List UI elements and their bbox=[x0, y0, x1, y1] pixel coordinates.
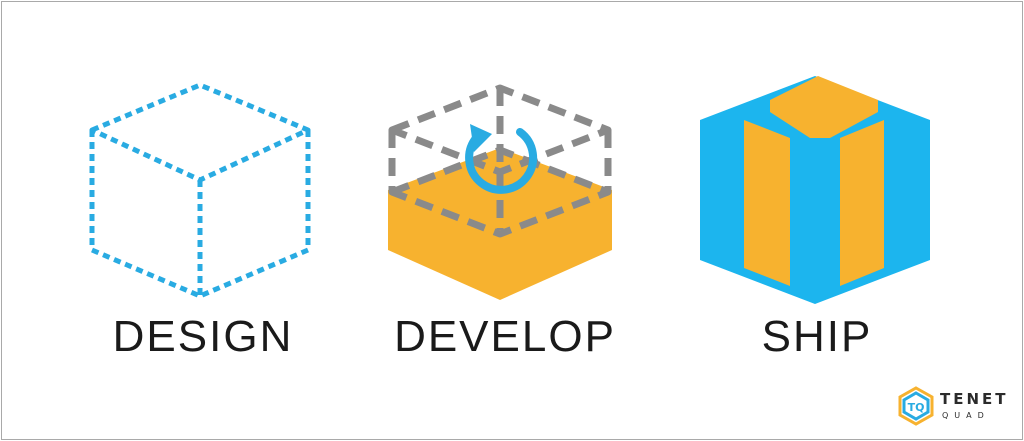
ribbon-shape bbox=[744, 76, 884, 286]
refresh-icon bbox=[465, 124, 538, 194]
brand-name: TENET bbox=[940, 390, 1009, 408]
brand-logo: TQ TENET QUAD bbox=[898, 386, 1008, 430]
half-built-cube-icon bbox=[388, 84, 612, 300]
brand-subtitle: QUAD bbox=[942, 411, 990, 420]
dashed-wireframe-shape bbox=[388, 84, 612, 238]
step-label-develop: DEVELOP bbox=[394, 312, 616, 361]
orange-block-shape bbox=[388, 148, 612, 300]
step-label-ship: SHIP bbox=[761, 312, 873, 361]
step-label-design: DESIGN bbox=[112, 312, 294, 361]
gift-box-icon bbox=[700, 76, 930, 304]
svg-text:TQ: TQ bbox=[908, 401, 925, 414]
hexagon-logo-icon: TQ bbox=[898, 386, 934, 426]
dotted-cube-icon bbox=[89, 82, 311, 299]
